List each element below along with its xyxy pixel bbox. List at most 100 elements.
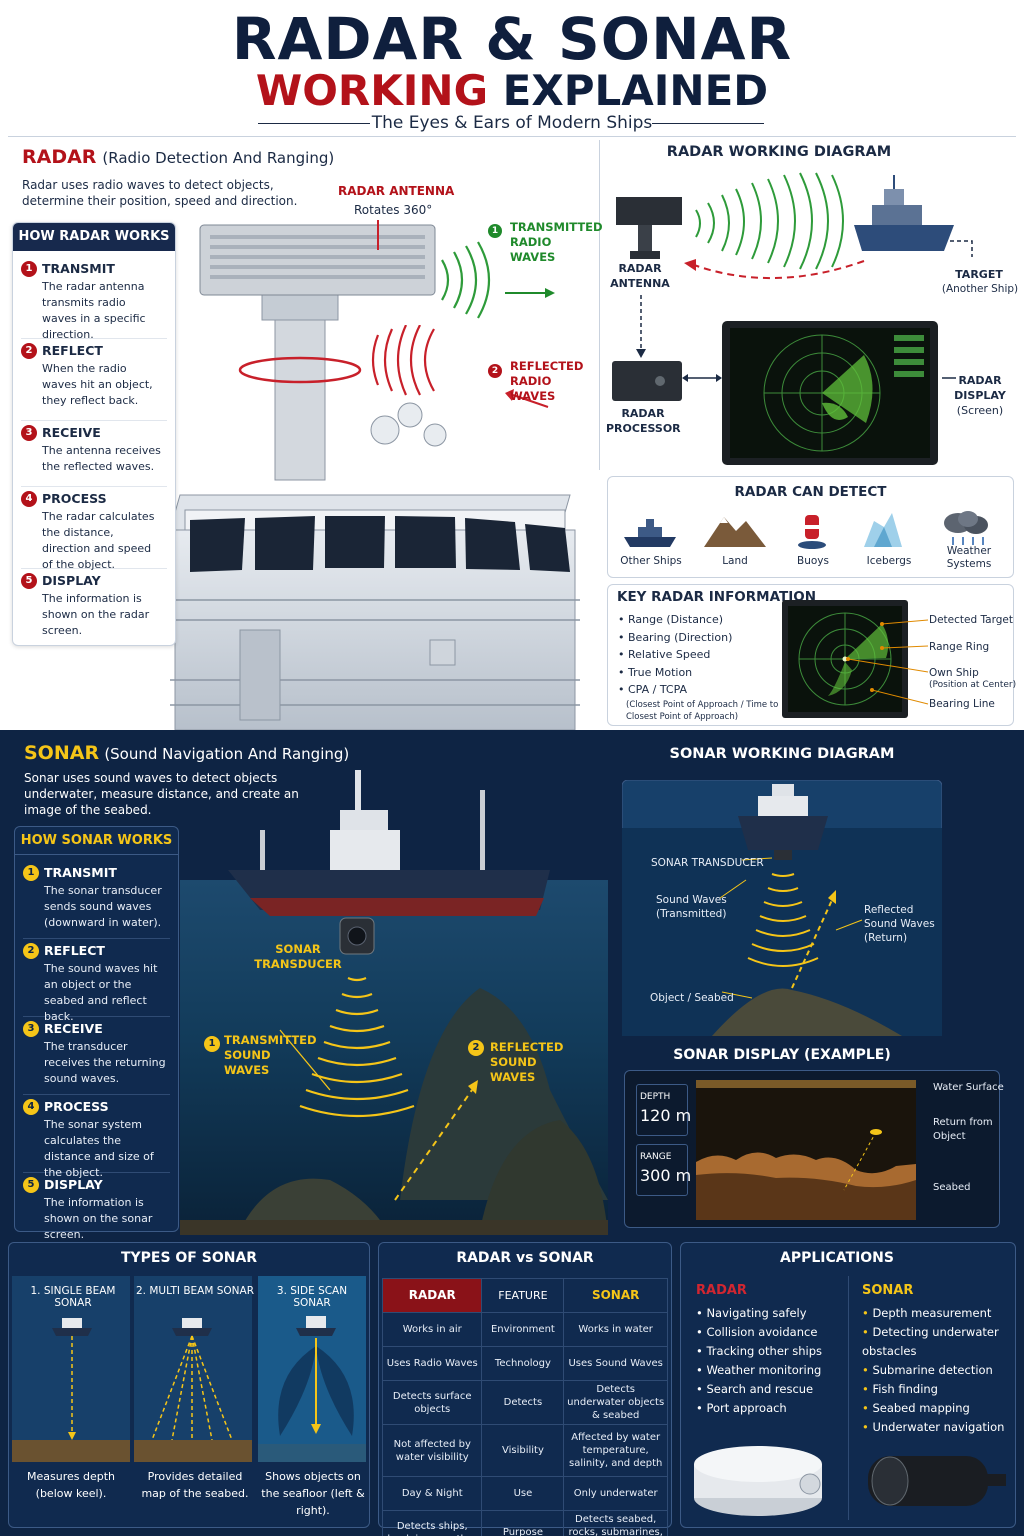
radar-vs-sonar-title: RADAR vs SONAR bbox=[456, 1250, 594, 1266]
callout-range-ring: Range Ring bbox=[929, 641, 990, 653]
applications-sonar-title: SONAR bbox=[862, 1283, 914, 1298]
sonar-step: 2 REFLECT The sound waves hit an object … bbox=[23, 939, 170, 1023]
detect-label-ships: Other Ships bbox=[620, 555, 682, 567]
key-radar-info-title: KEY RADAR INFORMATION bbox=[617, 589, 817, 605]
types-of-sonar-title: TYPES OF SONAR bbox=[120, 1250, 258, 1266]
sonar-working-diagram bbox=[622, 780, 942, 1036]
callout-bearing-line: Bearing Line bbox=[929, 698, 995, 710]
table-cell: Only underwater bbox=[563, 1476, 668, 1511]
step-title: REFLECT bbox=[44, 943, 105, 958]
key-info-text: Range (Distance) bbox=[628, 613, 724, 626]
step-desc: The sonar transducer sends sound waves (… bbox=[44, 884, 162, 929]
step-title: RECEIVE bbox=[42, 425, 101, 440]
key-info-item: • True Motion bbox=[618, 665, 693, 679]
buoys-icon bbox=[798, 515, 826, 549]
radar-antenna-label: RADAR ANTENNA bbox=[338, 184, 455, 198]
diagram-target-sub: (Another Ship) bbox=[941, 283, 1019, 295]
radar-diagram-title: RADAR WORKING DIAGRAM bbox=[666, 144, 892, 160]
step-desc: When the radio waves hit an object, they… bbox=[42, 362, 153, 407]
step-number: 1 bbox=[21, 261, 37, 277]
callout-own-ship-sub: (Position at Center) bbox=[929, 680, 1017, 690]
depth-label: DEPTH bbox=[640, 1092, 671, 1102]
table-cell: Purpose bbox=[481, 1510, 565, 1536]
radar-step: 4 PROCESS The radar calculates the dista… bbox=[21, 487, 167, 571]
step-number: 4 bbox=[21, 491, 37, 507]
radar-step: 3 RECEIVE The antenna receives the refle… bbox=[21, 421, 167, 487]
sonar-ocean-illustration bbox=[180, 770, 608, 1235]
step-number: 3 bbox=[21, 425, 37, 441]
radar-steps-list: 1 TRANSMIT The radar antenna transmits r… bbox=[13, 251, 175, 639]
divider-left bbox=[258, 123, 370, 124]
table-cell: Detects surface objects bbox=[381, 1380, 483, 1425]
application-item: Seabed mapping bbox=[862, 1399, 1012, 1418]
step-title: DISPLAY bbox=[42, 573, 101, 588]
sonar-step: 3 RECEIVE The transducer receives the re… bbox=[23, 1017, 170, 1095]
table-cell: Detects seabed, rocks, submarines, fish,… bbox=[563, 1510, 668, 1536]
icebergs-icon bbox=[864, 513, 902, 547]
antenna-pointer bbox=[377, 220, 379, 250]
header-rule bbox=[8, 136, 1016, 137]
land-icon bbox=[704, 517, 766, 547]
range-readout-box bbox=[636, 1144, 688, 1196]
step-desc: The radar antenna transmits radio waves … bbox=[42, 280, 146, 341]
applications-title: APPLICATIONS bbox=[780, 1250, 894, 1266]
application-item: Fish finding bbox=[862, 1380, 1012, 1399]
table-cell: Detects bbox=[481, 1380, 565, 1425]
radar-antenna-sub: Rotates 360° bbox=[354, 203, 433, 217]
key-info-item: • Bearing (Direction) bbox=[618, 630, 733, 644]
radar-screen-example bbox=[782, 600, 929, 718]
sonar-diagram-seabed: Object / Seabed bbox=[650, 992, 734, 1004]
sonar-type-side: 3. SIDE SCAN SONAR bbox=[276, 1285, 348, 1309]
step-number: 5 bbox=[21, 573, 37, 589]
radar-section-title: RADAR (Radio Detection And Ranging) bbox=[22, 146, 334, 168]
step-title: RECEIVE bbox=[44, 1021, 103, 1036]
radar-step: 1 TRANSMIT The radar antenna transmits r… bbox=[21, 257, 167, 341]
other-ships-icon bbox=[624, 519, 676, 547]
sonar-steps-list: 1 TRANSMIT The sonar transducer sends so… bbox=[15, 855, 178, 1241]
reflected-radio-waves-label: REFLECTED RADIO WAVES bbox=[510, 359, 584, 403]
sonar-reflected-badge: 2 bbox=[468, 1040, 484, 1056]
reflected-radio-waves bbox=[371, 325, 549, 408]
callout-return-object: Return from Object bbox=[933, 1117, 993, 1142]
application-item: Navigating safely bbox=[696, 1304, 846, 1323]
radar-title-full: (Radio Detection And Ranging) bbox=[102, 149, 335, 167]
key-info-item: • Relative Speed bbox=[618, 648, 711, 661]
sonar-type-single-desc: Measures depth (below keel). bbox=[27, 1470, 115, 1500]
application-devices bbox=[694, 1446, 1006, 1516]
main-title-line2: WORKING EXPLAINED bbox=[0, 68, 1024, 114]
table-cell: Works in water bbox=[563, 1312, 668, 1347]
key-info-text: CPA / TCPA bbox=[628, 683, 688, 696]
step-number: 2 bbox=[23, 943, 39, 959]
radar-title: RADAR bbox=[22, 146, 97, 168]
main-title: RADAR & SONAR bbox=[231, 5, 793, 73]
radar-working-diagram bbox=[612, 172, 973, 465]
step-number: 5 bbox=[23, 1177, 39, 1193]
detect-label-icebergs: Icebergs bbox=[866, 555, 912, 567]
diagram-antenna-label: RADAR ANTENNA bbox=[610, 262, 670, 290]
diagram-display-label: RADAR DISPLAY bbox=[954, 374, 1006, 402]
radar-intro: Radar uses radio waves to detect objects… bbox=[22, 178, 298, 208]
application-item: Detecting underwater obstacles bbox=[862, 1323, 1012, 1361]
radar-dome-icon bbox=[694, 1446, 822, 1516]
sonar-step: 4 PROCESS The sonar system calculates th… bbox=[23, 1095, 170, 1179]
sonar-applications-list: Depth measurement Detecting underwater o… bbox=[862, 1304, 1012, 1437]
sonar-type-single: 1. SINGLE BEAM SONAR bbox=[30, 1285, 116, 1309]
step-title: TRANSMIT bbox=[44, 865, 117, 880]
callout-seabed: Seabed bbox=[933, 1182, 971, 1193]
step-desc: The sound waves hit an object or the sea… bbox=[44, 962, 158, 1023]
sonar-diagram-transducer: SONAR TRANSDUCER bbox=[651, 857, 764, 869]
sonar-display-title: SONAR DISPLAY (EXAMPLE) bbox=[673, 1047, 891, 1063]
ship-bridge-illustration bbox=[170, 224, 580, 730]
application-item: Tracking other ships bbox=[696, 1342, 846, 1361]
sonar-step: 1 TRANSMIT The sonar transducer sends so… bbox=[23, 861, 170, 939]
sonar-type-multi: 2. MULTI BEAM SONAR bbox=[135, 1285, 255, 1297]
reflected-number-badge: 2 bbox=[488, 364, 502, 378]
key-info-text: Relative Speed bbox=[628, 648, 711, 661]
sonar-title-full: (Sound Navigation And Ranging) bbox=[104, 745, 350, 763]
detect-label-weather: Weather Systems bbox=[946, 545, 992, 570]
